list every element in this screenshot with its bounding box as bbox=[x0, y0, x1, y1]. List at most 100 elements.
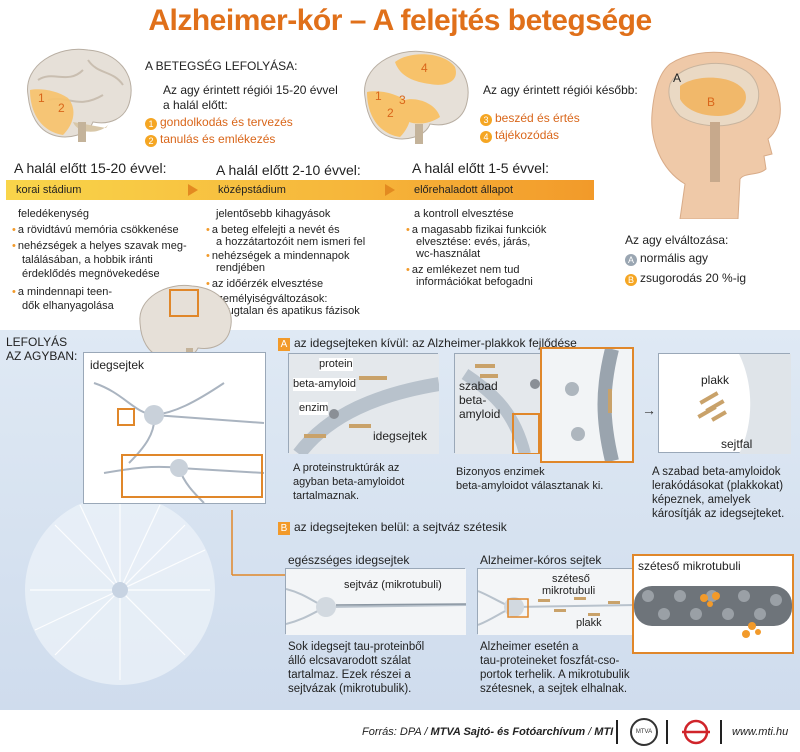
brain1-label-2: 2 bbox=[58, 101, 65, 115]
label-sejtvaz: sejtváz (mikrotubuli) bbox=[344, 579, 442, 591]
healthy-neuron-panel: sejtváz (mikrotubuli) bbox=[285, 568, 466, 635]
stage-2-item: a beteg elfelejti a nevét és bbox=[206, 224, 340, 237]
number-badge: 2 bbox=[145, 135, 157, 147]
arrow-right-icon bbox=[188, 184, 198, 196]
early-intro-1: Az agy érintett régiói 15-20 évvel bbox=[163, 83, 338, 97]
page-title: Alzheimer-kór – A felejtés betegsége bbox=[148, 4, 652, 37]
divider bbox=[720, 720, 722, 744]
b3-title: széteső mikrotubuli bbox=[638, 559, 741, 573]
membrane-zoom-illustration bbox=[542, 349, 632, 461]
a1-caption-3: tartalmaznak. bbox=[293, 490, 360, 502]
mti-logo-icon bbox=[682, 719, 710, 745]
disintegrating-microtubule-illustration bbox=[634, 556, 792, 652]
stage-1-label: korai stádium bbox=[16, 184, 82, 196]
alzheimer-neuron-illustration bbox=[478, 569, 638, 635]
stage-1-item-cont: érdeklődés megnövekedése bbox=[22, 268, 160, 280]
brain2-label-2: 2 bbox=[387, 106, 394, 120]
a3-caption-4: károsítják az idegsejteket. bbox=[652, 508, 785, 520]
label-idegsejtek: idegsejtek bbox=[373, 429, 428, 443]
stage-3-item: a magasabb fizikai funkciók bbox=[406, 224, 547, 237]
brain2-label-1: 1 bbox=[375, 89, 382, 103]
b1-caption-4: sejtvázak (mikrotubulik). bbox=[288, 683, 412, 695]
stage-1-heading: A halál előtt 15-20 évvel: bbox=[14, 160, 167, 176]
stage-2-item: személyiségváltozások: bbox=[206, 293, 328, 306]
label-szabad: szabad bbox=[459, 379, 498, 393]
url-link[interactable]: www.mti.hu bbox=[732, 726, 789, 738]
b1-caption-2: álló elcsavarodott szálat bbox=[288, 655, 411, 667]
plaque-illustration bbox=[697, 354, 791, 454]
microtubule-zoom-panel: széteső mikrotubuli bbox=[632, 554, 794, 654]
stage-3-item-cont: elvesztése: evés, járás, bbox=[416, 236, 531, 248]
divider bbox=[616, 720, 618, 744]
head-profile-illustration: A B bbox=[651, 51, 781, 219]
stage-2-item-cont: nyugtalan és apatikus fázisok bbox=[216, 305, 360, 317]
letter-badge: A bbox=[625, 254, 637, 266]
stage-1-item: a rövidtávú memória csökkenése bbox=[12, 224, 179, 237]
label-beta-amyloid: beta-amyloid bbox=[293, 378, 356, 391]
dandelion-decoration bbox=[25, 495, 215, 685]
stage-1-item: a mindennapi teen- bbox=[12, 286, 112, 299]
stage-3-item-cont: wc-használat bbox=[416, 248, 481, 260]
b1-caption-1: Sok idegsejt tau-proteinből bbox=[288, 641, 425, 653]
label-protein: protein bbox=[319, 358, 353, 371]
stage-1-item: nehézségek a helyes szavak meg- bbox=[12, 240, 187, 253]
shrink-heading: Az agy elváltozása: bbox=[625, 233, 729, 247]
stage-2-item: nehézségek a mindennapok bbox=[206, 250, 350, 263]
course-heading: A BETEGSÉG LEFOLYÁSA: bbox=[145, 59, 298, 73]
b2-caption-4: szétesnek, a sejtek elhalnak. bbox=[480, 683, 628, 695]
footer: Forrás: DPA / MTVA Sajtó- és Fotóarchívu… bbox=[0, 712, 800, 752]
brain2-label-3: 3 bbox=[399, 93, 406, 107]
plaque-stage-1-panel: protein beta-amyloid enzim idegsejtek bbox=[288, 353, 439, 454]
stage-1-lead: feledékenység bbox=[18, 208, 89, 220]
stage-3-lead: a kontroll elvesztése bbox=[414, 208, 514, 220]
arrow-right-icon: → bbox=[642, 402, 656, 418]
number-badge: 1 bbox=[145, 118, 157, 130]
neuron-overview-panel: idegsejtek bbox=[83, 352, 266, 504]
stage-2-heading: A halál előtt 2-10 évvel: bbox=[216, 162, 361, 178]
label-szeteso: széteső bbox=[552, 573, 590, 585]
alzheimer-neuron-panel: széteső mikrotubuli plakk bbox=[477, 568, 638, 635]
number-badge: 3 bbox=[480, 114, 492, 126]
brain-later-illustration: 1 2 3 4 bbox=[364, 50, 469, 144]
zoom-detail-panel bbox=[540, 347, 634, 463]
brain-early-illustration: 1 2 bbox=[27, 48, 132, 142]
letter-badge: B bbox=[625, 274, 637, 286]
stage-2-item: az időérzék elvesztése bbox=[206, 278, 323, 291]
neuron-network-illustration bbox=[93, 382, 265, 504]
b1-caption-3: tartalmaz. Ezek részei a bbox=[288, 669, 411, 681]
early-intro-2: a halál előtt: bbox=[163, 98, 228, 112]
stage-3-item: az emlékezet nem tud bbox=[406, 264, 520, 277]
a2-caption-2: beta-amyloidot választanak ki. bbox=[456, 480, 604, 492]
brain1-label-1: 1 bbox=[38, 91, 45, 105]
a2-caption-1: Bizonyos enzimek bbox=[456, 466, 545, 478]
stage-progress-bar bbox=[6, 180, 594, 200]
stage-3-item-cont: információkat befogadni bbox=[416, 276, 533, 288]
brain2-label-4: 4 bbox=[421, 61, 428, 75]
stage-2-label: középstádium bbox=[218, 184, 286, 196]
b2-caption-2: tau-proteineket foszfát-cso- bbox=[480, 655, 620, 667]
a1-caption-1: A proteinstruktúrák az bbox=[293, 462, 400, 474]
lower-title-1: LEFOLYÁS bbox=[6, 335, 68, 349]
source-credit: Forrás: DPA / MTVA Sajtó- és Fotóarchívu… bbox=[362, 726, 614, 738]
a3-caption-2: lerakódásokat (plakkokat) bbox=[652, 480, 784, 492]
lower-title-2: AZ AGYBAN: bbox=[6, 349, 78, 363]
b2-caption-1: Alzheimer esetén a bbox=[480, 641, 579, 653]
stage-3-label: előrehaladott állapot bbox=[414, 184, 514, 196]
head-label-b: B bbox=[707, 95, 715, 109]
stage-2-lead: jelentősebb kihagyások bbox=[216, 208, 331, 220]
a3-caption-3: képeznek, amelyek bbox=[652, 494, 751, 506]
number-badge: 4 bbox=[480, 131, 492, 143]
label-plakk: plakk bbox=[701, 373, 730, 387]
a3-caption-1: A szabad beta-amyloidok bbox=[652, 466, 781, 478]
label-plakk-b: plakk bbox=[576, 617, 602, 629]
b1-title: egészséges idegsejtek bbox=[288, 553, 410, 567]
later-intro: Az agy érintett régiói később: bbox=[483, 83, 638, 97]
divider bbox=[666, 720, 668, 744]
